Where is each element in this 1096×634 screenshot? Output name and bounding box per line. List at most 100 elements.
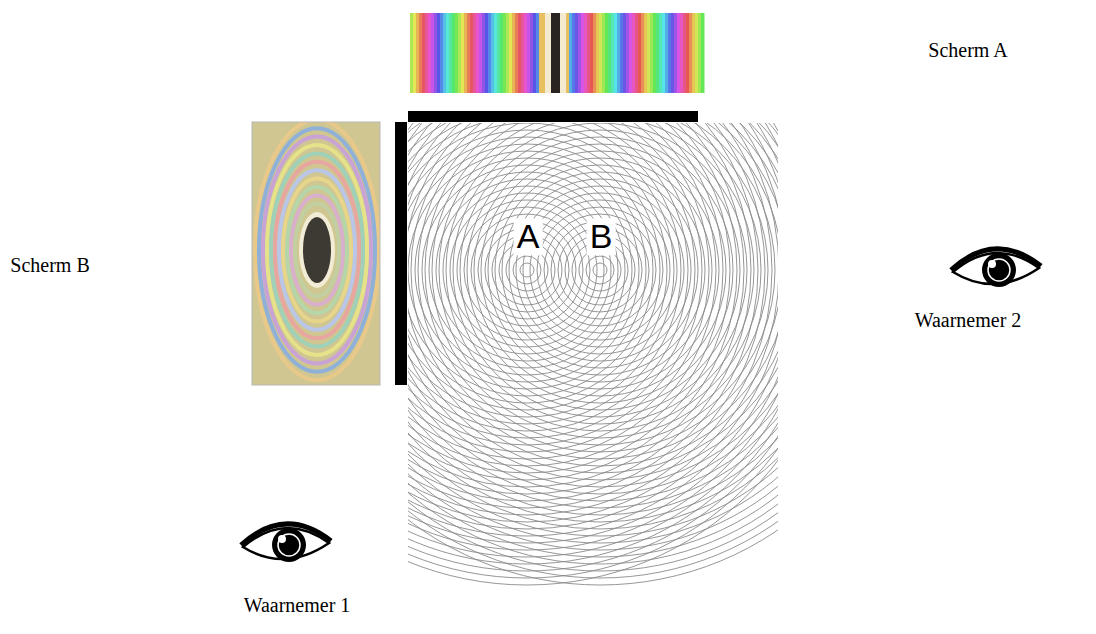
fringe-stripe bbox=[668, 13, 672, 93]
fringe-stripe bbox=[509, 13, 513, 93]
fringe-stripe bbox=[422, 13, 426, 93]
fringe-stripe bbox=[425, 13, 429, 93]
wave-front bbox=[502, 172, 698, 368]
fringe-stripe bbox=[635, 13, 639, 93]
observer-label: Waarnemer 1 bbox=[244, 594, 351, 616]
fringe-stripe bbox=[680, 13, 684, 93]
wave-front bbox=[422, 165, 632, 375]
fringe-stripe bbox=[557, 13, 561, 93]
fringe-stripe bbox=[584, 13, 588, 93]
fringe-stripe bbox=[665, 13, 669, 93]
wave-front bbox=[436, 179, 618, 361]
ring bbox=[291, 195, 343, 304]
ring bbox=[283, 179, 351, 322]
source-label: B bbox=[587, 218, 616, 255]
fringe-stripe bbox=[662, 13, 666, 93]
fringe-stripe bbox=[551, 13, 555, 93]
wave-front bbox=[408, 123, 778, 578]
fringe-stripe bbox=[641, 13, 645, 93]
fringe-stripe bbox=[521, 13, 525, 93]
wave-front bbox=[593, 263, 607, 277]
fringe-stripe bbox=[566, 13, 570, 93]
fringe-stripe bbox=[590, 13, 594, 93]
fringe-stripe bbox=[653, 13, 657, 93]
wave-front bbox=[537, 207, 663, 333]
wave-front bbox=[408, 123, 778, 529]
fringe-stripe bbox=[698, 13, 702, 93]
wave-front bbox=[408, 123, 778, 501]
fringe-stripe bbox=[554, 13, 558, 93]
fringe-stripe bbox=[515, 13, 519, 93]
fringe-stripe bbox=[449, 13, 453, 93]
fringe-stripe bbox=[539, 13, 543, 93]
wave-front bbox=[408, 123, 778, 466]
wave-front bbox=[408, 123, 778, 564]
fringe-stripe bbox=[572, 13, 576, 93]
fringe-stripe bbox=[578, 13, 582, 93]
wave-front bbox=[495, 165, 705, 375]
ring bbox=[263, 137, 371, 364]
wave-front bbox=[474, 144, 726, 396]
ring-frame bbox=[252, 122, 380, 385]
fringe-stripe bbox=[701, 13, 705, 93]
fringe-stripe bbox=[614, 13, 618, 93]
fringe-stripe bbox=[626, 13, 630, 93]
eye-symbol bbox=[951, 249, 1041, 287]
screen-a-bar bbox=[408, 111, 698, 122]
fringe-stripe bbox=[623, 13, 627, 93]
fringe-stripe bbox=[602, 13, 606, 93]
fringe-stripe bbox=[536, 13, 540, 93]
ring-pattern bbox=[252, 122, 380, 385]
wave-front bbox=[408, 123, 778, 557]
wave-front bbox=[516, 186, 684, 354]
wave-front bbox=[408, 123, 778, 557]
eye-iris bbox=[982, 253, 1016, 287]
eye-highlight bbox=[988, 260, 996, 268]
wave-front bbox=[425, 123, 775, 445]
fringe-stripe bbox=[476, 13, 480, 93]
fringe-stripe bbox=[416, 13, 420, 93]
fringe-stripe bbox=[506, 13, 510, 93]
wave-front bbox=[481, 151, 719, 389]
fringe-stripe bbox=[494, 13, 498, 93]
fringe-stripe bbox=[575, 13, 579, 93]
ring bbox=[267, 145, 367, 355]
fringe-stripe bbox=[524, 13, 528, 93]
fringe-stripe bbox=[644, 13, 648, 93]
observer-eyes bbox=[241, 249, 1041, 562]
screen-label: Scherm A bbox=[928, 39, 1007, 61]
eye-ring bbox=[988, 259, 1010, 281]
wave-front bbox=[408, 123, 778, 473]
fringe-stripe bbox=[656, 13, 660, 93]
wave-front bbox=[509, 179, 691, 361]
fringe-stripe bbox=[695, 13, 699, 93]
fringe-stripe bbox=[533, 13, 537, 93]
fringe-stripe bbox=[458, 13, 462, 93]
wave-front bbox=[408, 123, 778, 487]
screen-label: Scherm B bbox=[10, 254, 89, 276]
wave-front bbox=[411, 123, 778, 459]
eye-symbol bbox=[241, 524, 331, 562]
wave-front bbox=[408, 123, 778, 508]
wave-front bbox=[408, 123, 778, 480]
wave-front bbox=[408, 123, 778, 585]
fringe-stripe bbox=[419, 13, 423, 93]
ring-bright bbox=[299, 212, 335, 288]
fringe-stripe bbox=[437, 13, 441, 93]
wave-front bbox=[488, 158, 712, 382]
ring bbox=[275, 162, 359, 338]
fringe-stripe bbox=[593, 13, 597, 93]
wave-front bbox=[408, 123, 778, 571]
fringe-stripe bbox=[596, 13, 600, 93]
fringe-stripe bbox=[659, 13, 663, 93]
ring bbox=[299, 212, 335, 288]
wave-front bbox=[408, 123, 778, 529]
wave-front bbox=[415, 158, 639, 382]
fringe-stripe bbox=[545, 13, 549, 93]
fringe-stripe bbox=[677, 13, 681, 93]
fringe-stripe bbox=[431, 13, 435, 93]
wave-front bbox=[408, 123, 778, 522]
eye-ring bbox=[278, 534, 300, 556]
fringe-stripe bbox=[479, 13, 483, 93]
source-label: A bbox=[514, 218, 543, 255]
